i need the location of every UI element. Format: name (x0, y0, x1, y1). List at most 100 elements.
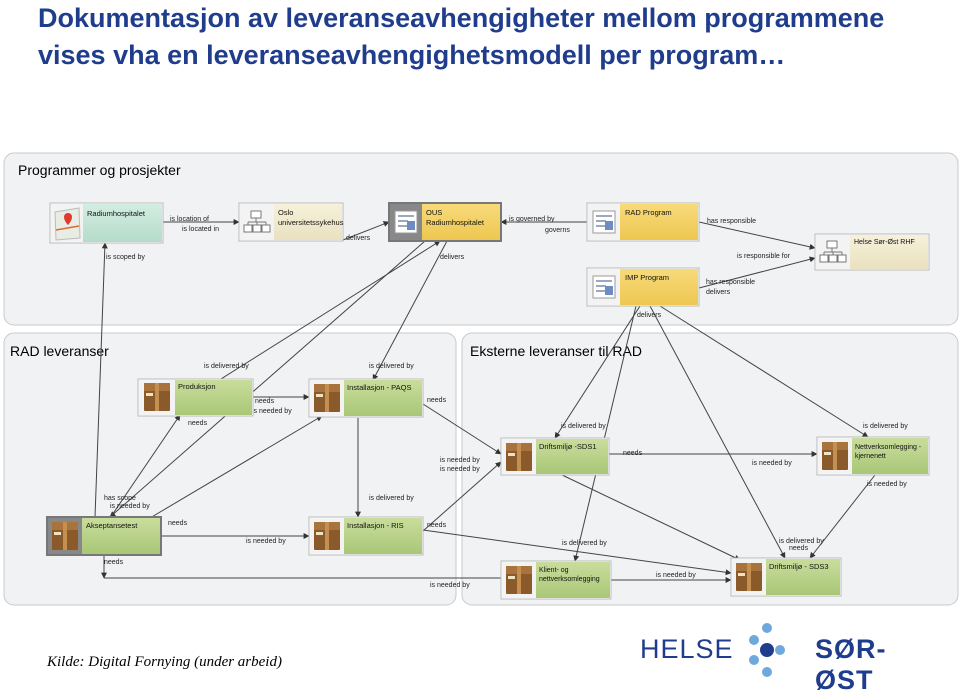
label-delivers-imp-1: delivers (706, 289, 731, 296)
node-aksept-label: Akseptansetest (86, 521, 138, 530)
edge-paqs-sds1 (422, 403, 502, 455)
node-helse-sor-ost-rhf[interactable]: Helse Sør-Øst RHF (814, 233, 930, 271)
page-title: Dokumentasjon av leveranseavhengigheter … (38, 3, 885, 70)
package-icon (822, 442, 848, 470)
edge-ris-sds1 (422, 461, 502, 532)
rad-panel-title: RAD leveranser (10, 343, 109, 359)
helse-sor-ost-logo: HELSE SØR-ØST (640, 620, 940, 695)
programs-panel-title: Programmer og prosjekter (18, 162, 181, 178)
document-icon (592, 275, 616, 299)
edge-sds1-sds3 (559, 473, 741, 561)
label-is-delivered-by-7: is delivered by (779, 538, 824, 545)
label-is-delivered-by-3: is delivered by (561, 423, 606, 430)
package-icon (144, 383, 170, 411)
logo-dots-icon (749, 623, 785, 677)
node-ous-label-2: Radiumhospitalet (426, 218, 485, 227)
label-needs-7: needs (789, 545, 809, 552)
node-klient-og-nettverksomlegging[interactable]: Klient- og nettverksomlegging (500, 560, 612, 600)
label-delivers-imp-2: delivers (637, 312, 662, 319)
node-paqs-label: Installasjon - PAQS (347, 383, 411, 392)
edge-imp-sds1 (554, 305, 641, 439)
node-produksjon[interactable]: Produksjon (137, 378, 254, 417)
package-icon (314, 522, 340, 550)
node-installasjon-paqs[interactable]: Installasjon - PAQS (308, 378, 424, 418)
node-kjernenett-label-1: Nettverksomlegging - (855, 444, 922, 451)
node-imp-program-label: IMP Program (625, 273, 669, 282)
external-panel-title: Eksterne leveranser til RAD (470, 343, 642, 359)
label-needs-3: needs (188, 420, 208, 427)
external-panel (461, 332, 959, 606)
node-klient-label-2: nettverksomlegging (539, 576, 600, 583)
node-oslo-universitetssykehus[interactable]: Oslo universitetssykehus (238, 202, 344, 242)
label-is-needed-by-3: is needed by (440, 466, 480, 473)
node-radiumhospitalet[interactable]: Radiumhospitalet (49, 202, 164, 244)
label-has-scope: has scope (104, 495, 136, 502)
edge-imp-kjernenett (659, 305, 869, 438)
label-is-governed-by: is governed by (509, 216, 555, 223)
node-installasjon-ris[interactable]: Installasjon - RIS (308, 516, 424, 556)
node-ous-label-1: OUS (426, 208, 442, 217)
label-is-needed-by-4: is needed by (752, 460, 792, 467)
edge-oslo-ous (342, 221, 390, 241)
node-ous-radiumhospitalet[interactable]: OUS Radiumhospitalet (388, 202, 502, 242)
edge-imp-helse (698, 256, 816, 289)
node-driftsmiljo-sds3[interactable]: Driftsmiljø - SDS3 (730, 557, 842, 597)
dependency-diagram: Programmer og prosjekter RAD leveranser … (3, 152, 959, 606)
label-has-responsible-2: has responsible (706, 279, 755, 286)
edge-ous-produksjon (212, 240, 441, 385)
source-caption: Kilde: Digital Fornying (under arbeid) (47, 654, 282, 670)
map-pin-icon (54, 207, 81, 241)
edge-ous-aksept (109, 240, 426, 518)
node-akseptansetest[interactable]: Akseptansetest (46, 516, 162, 556)
node-klient-label-1: Klient- og (539, 567, 569, 574)
label-needs-5: needs (168, 520, 188, 527)
document-icon (394, 210, 418, 234)
logo-text-left: HELSE (640, 634, 734, 664)
node-nettverksomlegging-kjernenett[interactable]: Nettverksomlegging - kjernenett (816, 436, 930, 476)
edge-aksept-produksjon (109, 414, 181, 519)
label-is-delivered-by-2: is delivered by (369, 363, 414, 370)
node-oslo-label-2: universitetssykehus (278, 218, 344, 227)
node-sds3-label: Driftsmiljø - SDS3 (769, 562, 829, 571)
label-needs-6: needs (427, 522, 447, 529)
node-imp-program[interactable]: IMP Program (586, 267, 700, 307)
node-driftsmiljo-sds1[interactable]: Driftsmiljø -SDS1 (500, 437, 610, 476)
edge-ris-sds3 (422, 529, 732, 576)
package-icon (736, 563, 762, 591)
label-needs-1: needs (255, 398, 275, 405)
node-helse-rhf-label: Helse Sør-Øst RHF (854, 239, 915, 246)
edge-imp-sds3 (649, 305, 786, 559)
node-rad-program-label: RAD Program (625, 208, 672, 217)
edge-radium-aksept (94, 242, 108, 518)
label-is-needed-by-9: is needed by (430, 582, 470, 589)
logo-text-right: SØR-ØST (815, 634, 887, 695)
label-is-responsible-for: is responsible for (737, 253, 791, 260)
label-is-needed-by-6: is needed by (110, 503, 150, 510)
label-is-needed-by-5: is needed by (867, 481, 907, 488)
package-icon (52, 522, 78, 550)
label-is-needed-by-2: is needed by (440, 457, 480, 464)
label-is-needed-by-8: is needed by (656, 572, 696, 579)
label-is-delivered-by-4: is delivered by (863, 423, 908, 430)
label-needs-2: needs (427, 397, 447, 404)
document-icon (592, 210, 616, 234)
node-oslo-label-1: Oslo (278, 208, 293, 217)
label-is-needed-by-7: is needed by (246, 538, 286, 545)
node-sds1-label: Driftsmiljø -SDS1 (539, 442, 597, 451)
label-has-responsible-1: has responsible (707, 218, 756, 225)
label-delivers-oslo: delivers (346, 235, 371, 242)
label-needs-4: needs (623, 450, 643, 457)
node-rad-program[interactable]: RAD Program (586, 202, 700, 242)
label-is-delivered-by-6: is delivered by (562, 540, 607, 547)
label-is-delivered-by-1: is delivered by (204, 363, 249, 370)
label-governs: governs (545, 227, 570, 234)
node-kjernenett-label-2: kjernenett (855, 453, 886, 460)
edge-ous-paqs (372, 240, 448, 381)
edge-imp-klient (573, 305, 637, 562)
edge-kjernenett-sds3 (809, 474, 876, 559)
node-radiumhospitalet-label: Radiumhospitalet (87, 209, 146, 218)
edge-radprog-helse (698, 221, 816, 250)
package-icon (506, 443, 532, 471)
node-produksjon-label: Produksjon (178, 382, 216, 391)
label-needs-8: needs (104, 559, 124, 566)
